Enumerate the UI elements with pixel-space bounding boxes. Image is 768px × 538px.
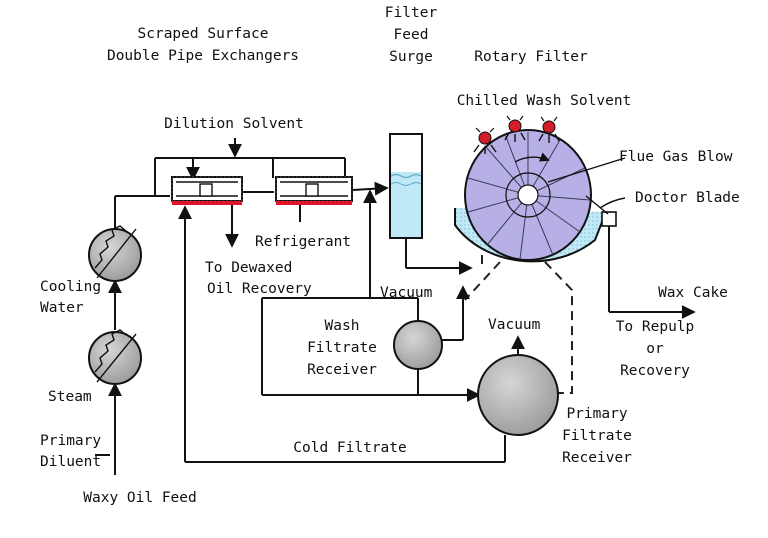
dilution-solvent-label: Dilution Solvent	[164, 116, 304, 132]
wash-spray-nozzles	[473, 115, 560, 154]
primary-diluent-label-2: Diluent	[40, 454, 101, 470]
surge-label-1: Filter	[385, 5, 438, 21]
steam-heater	[88, 329, 142, 385]
cold-filtrate-label: Cold Filtrate	[293, 440, 407, 456]
dilution-solvent-header	[154, 138, 346, 196]
wash-filtrate-receiver	[393, 320, 443, 370]
filter-feed-surge-drum	[389, 133, 473, 275]
flue-gas-label: Flue Gas Blow	[619, 149, 733, 165]
feed-line	[108, 181, 389, 475]
cooling-label-1: Cooling	[40, 279, 101, 295]
surge-label-3: Surge	[389, 49, 433, 65]
primary-diluent-label-1: Primary	[40, 433, 101, 449]
primary-receiver-label-2: Filtrate	[562, 428, 632, 444]
repulp-label-1: To Repulp	[616, 319, 695, 335]
wash-receiver-label-3: Receiver	[307, 362, 377, 378]
refrigerant-label: Refrigerant	[255, 234, 351, 250]
doctor-blade-label: Doctor Blade	[635, 190, 740, 206]
surge-label-2: Feed	[394, 27, 429, 43]
repulp-label-3: Recovery	[620, 363, 690, 379]
wash-filtrate-loop	[261, 189, 481, 402]
waxy-oil-feed-label: Waxy Oil Feed	[83, 490, 197, 506]
primary-filtrate-receiver	[477, 354, 559, 436]
primary-receiver-label-3: Receiver	[562, 450, 632, 466]
wash-receiver-label-2: Filtrate	[307, 340, 377, 356]
exchangers-label-2: Double Pipe Exchangers	[107, 48, 299, 64]
cooling-water-exchanger	[88, 225, 142, 282]
scraped-surface-exchanger-2	[275, 176, 353, 205]
steam-label: Steam	[48, 389, 92, 405]
rotary-filter-label: Rotary Filter	[474, 49, 588, 65]
cooling-label-2: Water	[40, 300, 84, 316]
flue-gas-leader	[547, 157, 626, 183]
wash-receiver-label-1: Wash	[325, 318, 360, 334]
exchangers-label-1: Scraped Surface	[138, 26, 269, 42]
rotary-filter	[454, 129, 617, 263]
filter-vacuum-lines	[464, 255, 573, 394]
repulp-label-2: or	[646, 341, 664, 357]
wax-cake-label: Wax Cake	[658, 285, 728, 301]
wax-cake-line	[608, 226, 696, 319]
vacuum-wash-label: Vacuum	[380, 285, 433, 301]
doctor-blade-leader	[599, 197, 626, 209]
scraped-surface-exchanger-1	[171, 176, 243, 205]
primary-receiver-label-1: Primary	[566, 406, 627, 422]
dewaxed-label-2: Oil Recovery	[207, 281, 312, 297]
dewaxed-label-1: To Dewaxed	[205, 260, 292, 276]
cold-filtrate-line	[178, 205, 506, 463]
chilled-wash-label: Chilled Wash Solvent	[457, 93, 632, 109]
vacuum-primary-label: Vacuum	[488, 317, 541, 333]
